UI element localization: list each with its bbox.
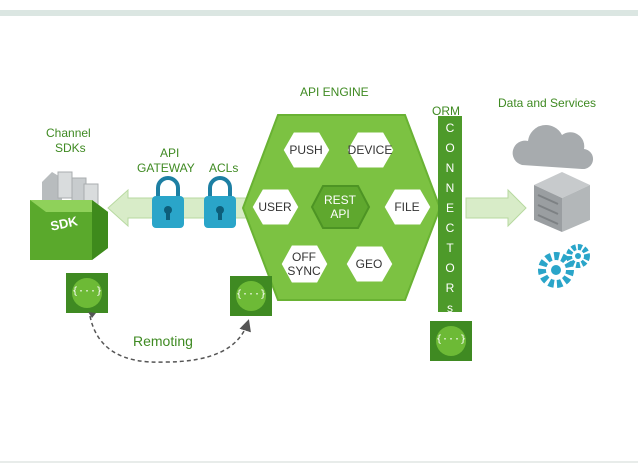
connectors-letter: O: [445, 261, 455, 275]
acls-label: ACLs: [209, 161, 239, 175]
connectors-letter: C: [445, 121, 455, 135]
bottom-divider: [0, 461, 638, 463]
connectors-letter: N: [445, 181, 455, 195]
server-icon: [534, 172, 590, 232]
connectors-letter: C: [445, 221, 455, 235]
remoting-label: Remoting: [133, 333, 193, 349]
hex-off-sync: [278, 242, 331, 286]
connectors-letter: s: [447, 301, 453, 315]
hex-off-sync-label-line1: OFF: [292, 250, 316, 264]
connectors-letter: O: [445, 141, 455, 155]
hex-off-sync-label-line2: SYNC: [287, 264, 321, 278]
data-and-services-label: Data and Services: [498, 96, 597, 110]
hex-user: [249, 186, 302, 228]
hex-device-label: DEVICE: [347, 143, 393, 157]
json-badge-icon: [230, 276, 272, 316]
remoting-arc: [88, 312, 251, 363]
json-badge-icon: [66, 273, 108, 313]
hex-rest-label-line2: API: [330, 207, 350, 221]
connectors-letter: T: [446, 241, 454, 255]
hex-file: [381, 186, 434, 228]
json-badge-text: {···}: [236, 289, 267, 300]
channel-sdks-label-line1: Channel: [46, 126, 91, 140]
cloud-icon: [512, 125, 594, 170]
sdk-box-icon: [30, 171, 108, 260]
hex-user-label: USER: [258, 200, 292, 214]
json-badge-text: {···}: [72, 286, 103, 297]
connectors-letter: E: [445, 201, 454, 215]
hex-push: [280, 129, 333, 171]
json-badge-text: {···}: [436, 334, 467, 345]
right-flow-arrow: [465, 188, 527, 228]
connectors-bar: [438, 116, 462, 312]
gears-icon: [538, 244, 590, 288]
padlock-icon: [152, 176, 184, 228]
padlock-icon: [204, 176, 236, 228]
channel-sdks-label-line2: SDKs: [55, 141, 86, 155]
hex-rest-api: [310, 185, 371, 229]
api-gateway-label-line1: API: [160, 146, 180, 160]
api-engine-label: API ENGINE: [300, 85, 369, 99]
hex-file-label: FILE: [394, 200, 420, 214]
hex-geo: [343, 243, 396, 285]
api-gateway-label-line2: GATEWAY: [137, 161, 195, 175]
connectors-letter: N: [445, 161, 455, 175]
top-banner-bar: [0, 10, 638, 16]
orm-label: ORM: [432, 104, 460, 118]
connectors-label: C O N N E C T O R s: [438, 118, 462, 318]
hex-push-label: PUSH: [289, 143, 323, 157]
hex-geo-label: GEO: [355, 257, 383, 271]
hex-device: [344, 129, 397, 171]
connectors-letter: R: [445, 281, 455, 295]
json-badge-icon: [430, 321, 472, 361]
hex-rest-label-line1: REST: [323, 193, 356, 207]
